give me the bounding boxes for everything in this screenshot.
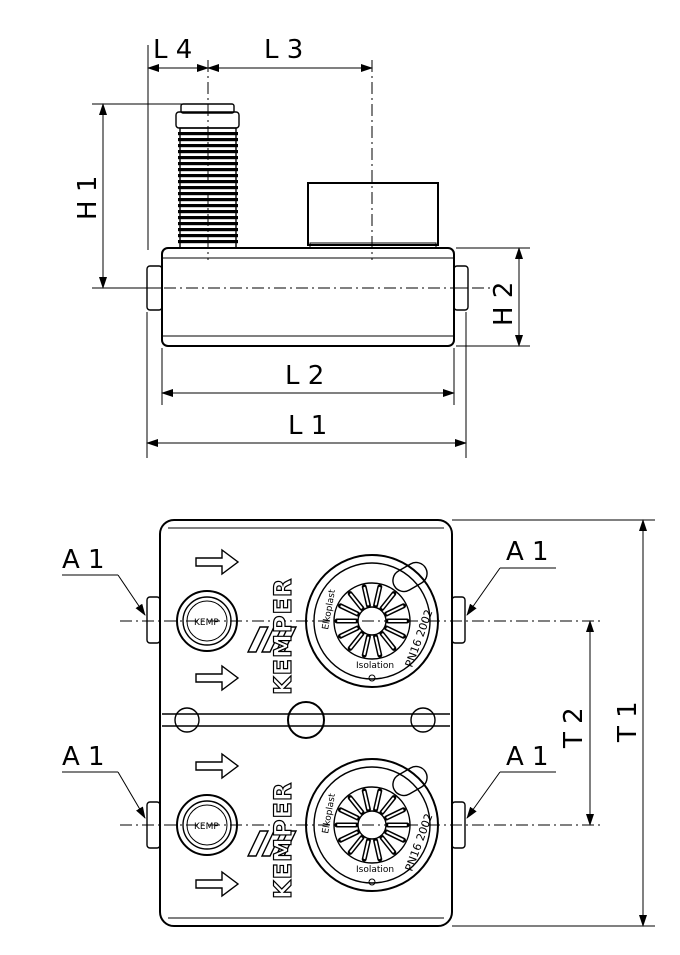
side-cap: [307, 182, 439, 246]
valve-ribs-lower: [334, 788, 410, 862]
callout-A1-bottom-right: A 1: [466, 742, 556, 819]
dim-label-H2: H 2: [489, 282, 519, 326]
bolt-left: [174, 707, 200, 733]
flow-mark-upper: Isolation: [356, 661, 394, 671]
flow-mark-lower: Isolation: [356, 865, 394, 875]
lower-unit: KEMP KEMPER PN16 2002 Elkoplast Isolatio…: [176, 752, 439, 900]
svg-text:A 1: A 1: [506, 742, 549, 772]
dim-label-T2: T 2: [559, 707, 589, 749]
side-view: L 4 L 3 H 1 H 2 L 2 L 1: [73, 35, 530, 458]
svg-text:KEMPER: KEMPER: [269, 782, 297, 899]
svg-text:A 1: A 1: [506, 537, 549, 567]
kemper-logo-upper: KEMPER: [246, 577, 298, 696]
svg-text:A 1: A 1: [62, 545, 105, 575]
unit-label-lower: PN16 2002: [403, 812, 436, 873]
main-valve-lower: [305, 758, 439, 892]
callout-A1-top-right: A 1: [466, 537, 556, 616]
callout-A1-top-left: A 1: [62, 545, 146, 616]
dim-label-H1: H 1: [73, 176, 103, 220]
flow-arrow-upper-1: [195, 548, 240, 576]
callout-A1-bottom-left: A 1: [62, 742, 146, 819]
small-valve-upper: [176, 590, 238, 652]
bolt-right: [410, 707, 436, 733]
top-body: [159, 519, 453, 927]
dim-label-L4: L 4: [153, 35, 192, 65]
svg-text:KEMPER: KEMPER: [269, 578, 297, 695]
svg-text:KEMP: KEMP: [194, 822, 219, 832]
flow-arrow-upper-2: [195, 664, 240, 692]
dim-label-L2: L 2: [285, 361, 324, 391]
side-body: [161, 247, 455, 347]
bolt-center: [287, 701, 325, 739]
dim-label-L3: L 3: [264, 35, 303, 65]
svg-text:A 1: A 1: [62, 742, 105, 772]
kemper-logo-lower: KEMPER: [246, 781, 298, 900]
upper-unit: KEMP KEMPER PN16 2002 Elkoplast Isolatio…: [176, 548, 439, 696]
small-valve-lower: [176, 794, 238, 856]
unit-label-upper: PN16 2002: [403, 608, 436, 669]
top-view: KEMP KEMPER PN16 2002 Elkoplast Isolatio…: [62, 519, 655, 927]
flow-arrow-lower-1: [195, 752, 240, 780]
dim-label-T1: T 1: [613, 701, 643, 743]
main-valve-upper: [305, 554, 439, 688]
svg-text:KEMP: KEMP: [194, 618, 219, 628]
flow-arrow-lower-2: [195, 870, 240, 898]
valve-ribs-upper: [334, 584, 410, 658]
dim-label-L1: L 1: [288, 411, 327, 441]
